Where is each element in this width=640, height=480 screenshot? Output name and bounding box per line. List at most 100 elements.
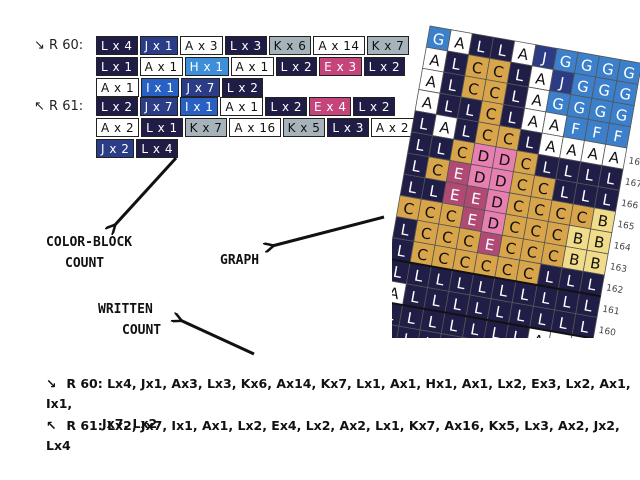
graph-cell-letter: L: [601, 190, 613, 209]
graph-row-number: 165: [616, 220, 635, 233]
graph-cell-letter: L: [413, 266, 425, 285]
graph-cell-letter: C: [519, 154, 532, 174]
written-row-60: ↘ R 60: Lx4, Jx1, Ax3, Lx3, Kx6, Ax14, K…: [46, 374, 636, 434]
color-block-l: L x 1: [96, 57, 138, 76]
graph-cell-letter: L: [490, 324, 502, 338]
graph-cell-letter: A: [392, 284, 401, 304]
graph-cell-letter: G: [576, 77, 591, 97]
graph-row-number: 162: [605, 283, 624, 296]
color-block-k: K x 5: [282, 118, 326, 137]
graph-cell-letter: C: [575, 208, 588, 228]
graph-cell-letter: B: [589, 254, 602, 274]
graph-cell-letter: A: [553, 335, 567, 338]
graph-cell-letter: L: [447, 76, 459, 95]
color-block-e: E x 4: [309, 97, 352, 116]
graph-cell-letter: L: [540, 289, 552, 308]
graph-cell-letter: L: [476, 278, 488, 297]
graph-cell-letter: L: [409, 288, 421, 307]
graph-cell-letter: C: [458, 253, 471, 273]
graph-cell: [415, 329, 442, 338]
graph-cell-letter: L: [584, 166, 596, 185]
graph-cell-letter: L: [511, 328, 523, 338]
graph-cell-letter: A: [565, 141, 579, 161]
color-block-j: J x 7: [181, 78, 220, 97]
arrow-to-written-count: [180, 320, 255, 356]
graph-cell-letter: G: [618, 84, 633, 104]
color-block-k: K x 7: [184, 118, 228, 137]
graph-cell-letter: C: [423, 203, 436, 223]
graph-cell-letter: L: [561, 293, 573, 312]
color-block-i: I x 1: [141, 78, 180, 97]
graph-row-number: 163: [609, 262, 628, 275]
graph-cell-letter: J: [557, 74, 565, 93]
color-block-l: L x 3: [327, 118, 369, 137]
graph-cell-letter: L: [427, 313, 439, 332]
graph-cell-letter: C: [456, 143, 469, 163]
caption-line-color-block: COLOR-BLOCK: [46, 235, 133, 250]
graph-cell-letter: L: [443, 97, 455, 116]
color-block-l: L x 1: [141, 118, 183, 137]
written-count-caption: WRITTEN COUNT: [98, 299, 161, 341]
graph-row-number: 160: [598, 326, 617, 338]
graph-cell-letter: C: [484, 104, 497, 124]
graph-cell-letter: G: [601, 59, 616, 79]
graph-cell-letter: L: [444, 337, 456, 338]
graph-cell-letter: L: [473, 299, 485, 318]
row-61-direction-arrow: ↖: [34, 99, 45, 114]
graph-cell-letter: L: [423, 334, 435, 338]
row-61-label: ↖ R 61:: [34, 99, 83, 114]
written-row-61-label: R 61:: [66, 418, 103, 433]
caption-line-written-count: COUNT: [122, 323, 162, 338]
graph-cell-letter: L: [396, 242, 408, 261]
caption-line-written: WRITTEN: [98, 302, 153, 317]
graph-cell-letter: L: [586, 275, 598, 294]
graph-cell-letter: G: [593, 102, 608, 122]
graph-cell-letter: C: [479, 256, 492, 276]
graph-cell: [437, 333, 463, 338]
graph-cell-letter: A: [527, 112, 541, 132]
graph-cell-letter: C: [416, 245, 429, 265]
graph-cell-letter: L: [559, 183, 571, 202]
graph-cell-letter: B: [568, 250, 581, 270]
graph-cell-letter: C: [488, 83, 501, 103]
graph-cell-letter: G: [558, 52, 573, 72]
graph-cell-letter: L: [506, 108, 518, 127]
graph-cell-letter: C: [500, 260, 513, 280]
graph-cell-letter: B: [593, 233, 606, 253]
graph-cell-letter: A: [421, 93, 435, 113]
graph-cell-letter: C: [550, 225, 563, 245]
graph-cell-letter: L: [407, 178, 419, 197]
graph-cell-letter: C: [492, 62, 505, 82]
graph-cell-letter: L: [434, 270, 446, 289]
graph-cell-letter: C: [525, 243, 538, 263]
written-row-61-text: Lx2, Jx7, Ix1, Ax1, Lx2, Ex4, Lx2, Ax2, …: [46, 418, 620, 453]
graph-cell-letter: L: [562, 162, 574, 181]
written-row-60-label: R 60:: [66, 376, 103, 391]
graph-cell-letter: G: [579, 56, 594, 76]
graph-cell-letter: D: [490, 193, 505, 213]
graph-cell-letter: B: [596, 211, 609, 231]
graph-cell-letter: L: [410, 157, 422, 176]
written-row-60-text: Lx4, Jx1, Ax3, Lx3, Kx6, Ax14, Kx7, Lx1,…: [46, 376, 631, 411]
color-block-e: E x 3: [319, 57, 362, 76]
color-block-a: A x 1: [230, 57, 274, 76]
color-block-a: A x 2: [370, 118, 414, 137]
graph-row-number: 168: [628, 156, 640, 169]
color-block-h: H x 1: [184, 57, 229, 76]
graph-cell-letter: L: [469, 320, 481, 338]
graph-row-number: 166: [620, 199, 639, 212]
color-block-a: A x 3: [179, 36, 224, 55]
color-block-l: L x 2: [353, 97, 396, 116]
graph-cell-letter: L: [519, 285, 531, 304]
graph-cell-letter: D: [497, 150, 512, 170]
row-60-label: ↘ R 60:: [34, 38, 83, 53]
graph-cell-letter: A: [438, 118, 452, 138]
graph-cell-letter: C: [529, 221, 542, 241]
graph-cell-letter: G: [622, 63, 637, 83]
graph-cell-letter: E: [470, 189, 482, 208]
graph-cell-letter: L: [418, 115, 430, 134]
graph-cell-letter: A: [517, 45, 531, 65]
color-block-l: L x 4: [136, 139, 178, 158]
graph-cell-letter: C: [470, 58, 483, 78]
written-row-60-arrow: ↘: [46, 376, 57, 391]
